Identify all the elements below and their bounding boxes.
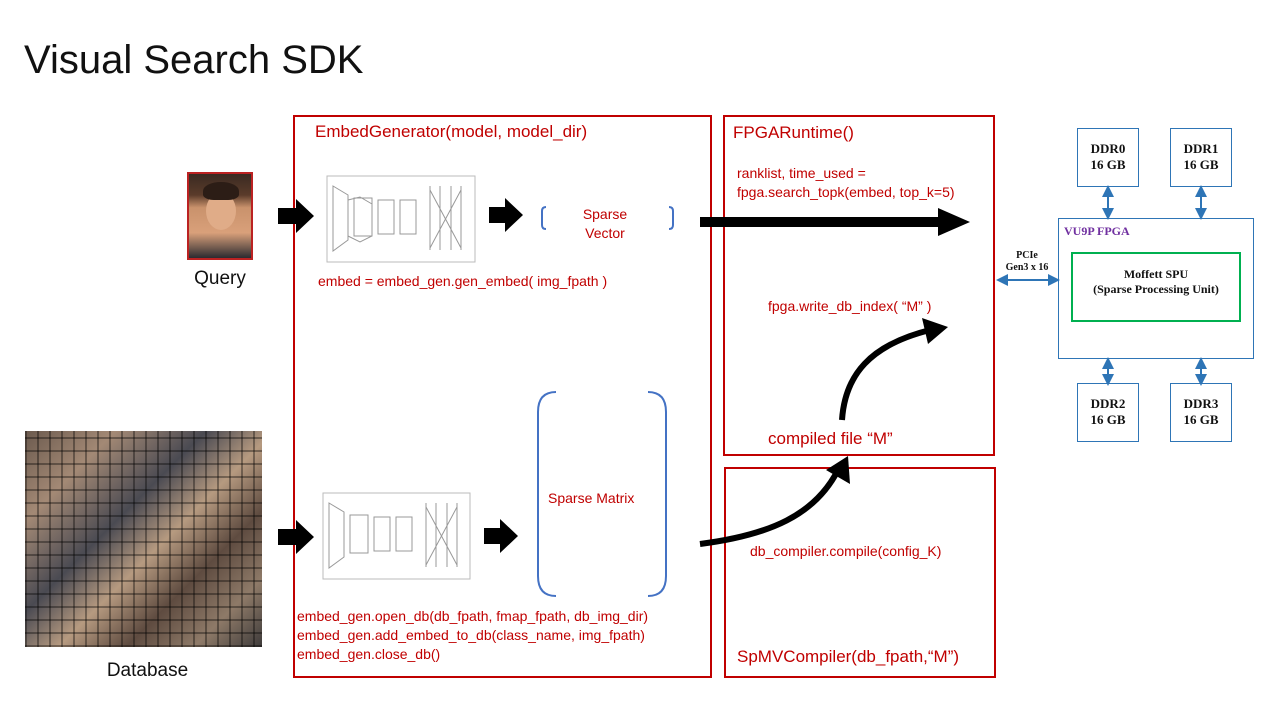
arrow-model-to-matrix — [484, 519, 518, 553]
search-line2: fpga.search_topk(embed, top_k=5) — [737, 184, 955, 200]
close-db-call: embed_gen.close_db() — [297, 646, 441, 662]
compiled-file-label: compiled file “M” — [768, 429, 893, 448]
pcie-line1: PCIe — [1016, 250, 1038, 261]
query-image — [187, 172, 253, 260]
fpga-runtime-box — [723, 115, 995, 456]
open-db-call: embed_gen.open_db(db_fpath, fmap_fpath, … — [297, 608, 649, 624]
ddr1-box: DDR1 16 GB — [1170, 128, 1232, 187]
embed-generator-box — [293, 115, 712, 678]
arrow-database-to-model — [278, 520, 314, 554]
compile-call: db_compiler.compile(config_K) — [750, 543, 942, 559]
sparse-matrix-brackets — [537, 391, 667, 597]
ddr2-name: DDR2 — [1090, 396, 1126, 411]
ddr3-name: DDR3 — [1183, 396, 1219, 411]
sparse-matrix-label: Sparse Matrix — [548, 490, 635, 506]
pcie-line2: Gen3 x 16 — [1005, 262, 1049, 273]
add-embed-call: embed_gen.add_embed_to_db(class_name, im… — [297, 627, 645, 643]
database-image — [25, 431, 262, 647]
ddr1-size: 16 GB — [1183, 157, 1219, 172]
ddr2-size: 16 GB — [1090, 412, 1126, 427]
query-label: Query — [194, 268, 246, 289]
spu-box: Moffett SPU (Sparse Processing Unit) — [1071, 252, 1241, 322]
ddr1-name: DDR1 — [1183, 141, 1219, 156]
arrow-model-to-vector — [489, 198, 523, 232]
sparse-vector-line1: Sparse — [582, 206, 628, 222]
hardware-connectors — [996, 185, 1207, 386]
sparse-vector-brackets — [541, 206, 674, 230]
ddr3-size: 16 GB — [1183, 412, 1219, 427]
model-icon-database — [322, 492, 471, 580]
page-title: Visual Search SDK — [24, 38, 364, 82]
ddr0-size: 16 GB — [1090, 157, 1126, 172]
spmv-compiler-box — [724, 467, 996, 678]
ddr0-name: DDR0 — [1090, 141, 1126, 156]
arrow-compiled-to-write — [839, 318, 948, 421]
model-icon-query — [326, 175, 476, 263]
spmv-compiler-header: SpMVCompiler(db_fpath,“M”) — [737, 647, 960, 666]
fpga-runtime-header: FPGARuntime() — [733, 123, 854, 142]
search-line1: ranklist, time_used = — [737, 165, 866, 181]
fpga-chip-box — [1058, 218, 1254, 359]
hair-shape — [203, 182, 239, 200]
sparse-vector-line2: Vector — [585, 225, 625, 241]
spu-line1: Moffett SPU — [1123, 267, 1189, 281]
arrow-query-to-model — [278, 199, 314, 233]
gen-embed-call: embed = embed_gen.gen_embed( img_fpath ) — [318, 273, 608, 289]
sparse-vector-label: Sparse Vector — [565, 205, 645, 243]
ddr3-box: DDR3 16 GB — [1170, 383, 1232, 442]
fpga-chip-label: VU9P FPGA — [1064, 224, 1130, 238]
spu-line2: (Sparse Processing Unit) — [1093, 282, 1219, 296]
arrow-vector-to-fpga — [700, 208, 970, 236]
pcie-label: PCIe Gen3 x 16 — [997, 250, 1057, 274]
arrow-matrix-to-compiled — [699, 456, 850, 547]
write-index-call: fpga.write_db_index( “M” ) — [768, 298, 932, 314]
embed-generator-header: EmbedGenerator(model, model_dir) — [315, 122, 588, 141]
database-label: Database — [106, 660, 189, 681]
